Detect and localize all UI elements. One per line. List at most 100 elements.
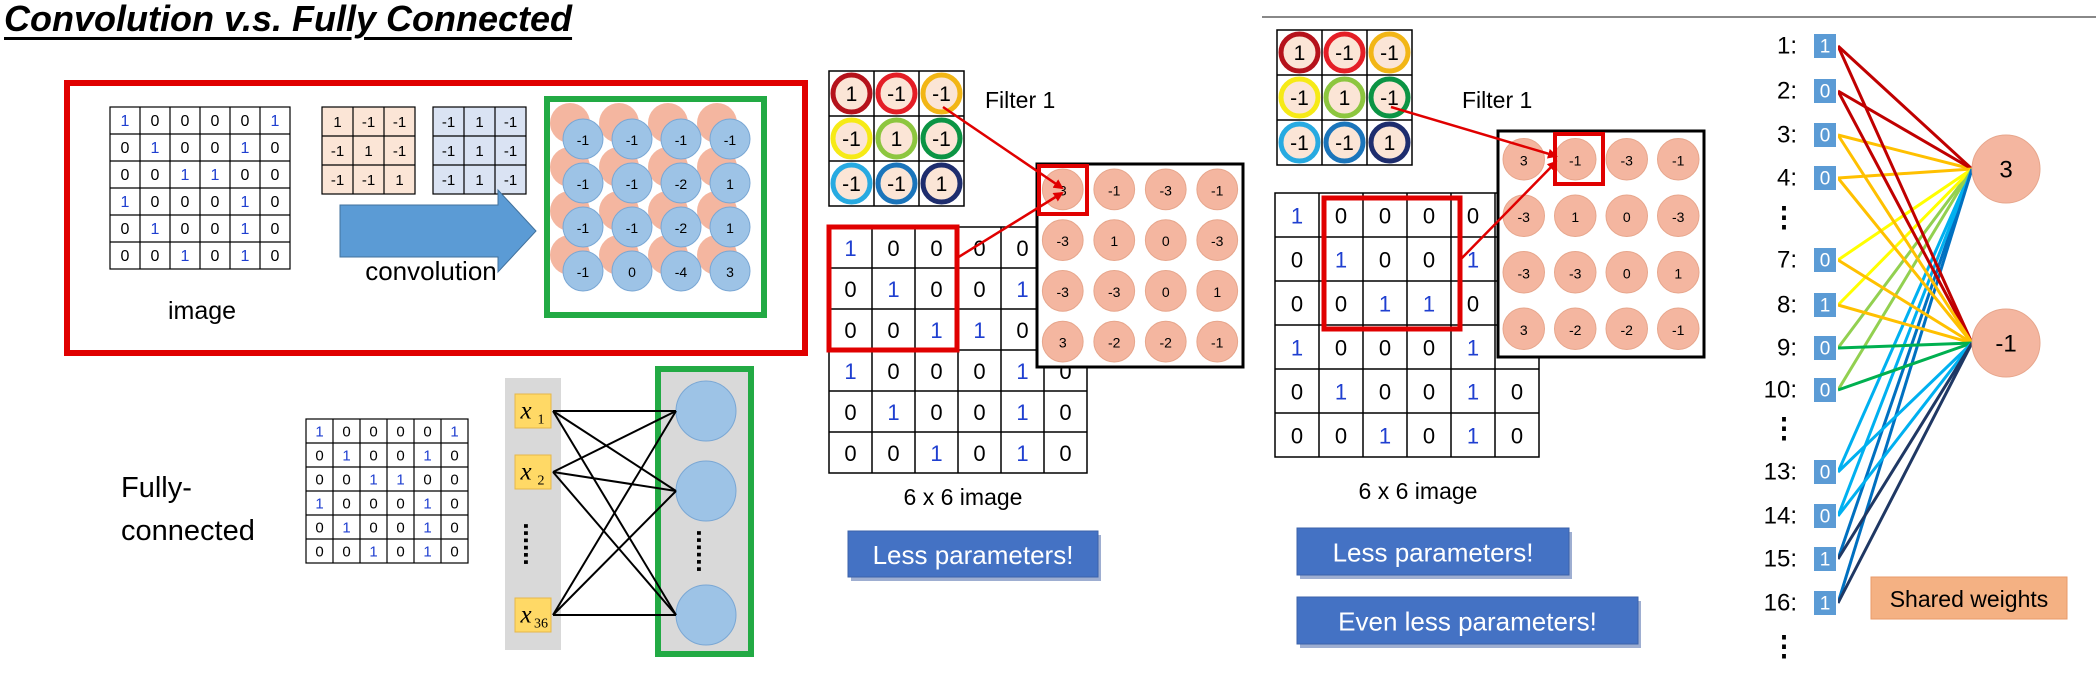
feature-neuron-front bbox=[660, 118, 702, 160]
matrix-cell: 0 bbox=[315, 544, 323, 561]
shared-weight-edge bbox=[1837, 341, 1973, 350]
matrix-cell: 0 bbox=[973, 236, 985, 261]
feature-neuron-front bbox=[709, 206, 751, 248]
filter-weight-ring bbox=[1278, 31, 1321, 74]
filter-weight-ring bbox=[875, 72, 918, 115]
network-input-value: 1 bbox=[1820, 594, 1831, 615]
matrix-cell: 0 bbox=[342, 424, 350, 441]
matrix-cell: -1 bbox=[331, 172, 344, 189]
matrix-cell: 0 bbox=[973, 359, 985, 384]
matrix-cell: 0 bbox=[181, 113, 190, 130]
matrix-cell: 0 bbox=[151, 194, 160, 211]
matrix-cell: 0 bbox=[1511, 424, 1523, 449]
matrix-cell: 0 bbox=[887, 441, 899, 466]
feature-neuron-front bbox=[611, 250, 653, 292]
network-input-box bbox=[1812, 164, 1838, 192]
matrix-cell: 0 bbox=[271, 140, 280, 157]
feature-value: -3 bbox=[1518, 209, 1531, 225]
matrix-cell: 0 bbox=[1059, 441, 1071, 466]
shared-weight-edge bbox=[1836, 168, 1974, 517]
feature-value: 1 bbox=[1571, 209, 1579, 225]
matrix-cell: 0 bbox=[973, 277, 985, 302]
feature-neuron bbox=[1657, 194, 1700, 237]
network-output-neuron bbox=[1971, 308, 2041, 378]
matrix-cell: 0 bbox=[450, 496, 458, 513]
middle-image-caption: 6 x 6 image bbox=[904, 484, 1023, 510]
shared-weights-label: Shared weights bbox=[1890, 586, 2049, 612]
feature-value: -3 bbox=[1621, 152, 1634, 168]
matrix-cell: -1 bbox=[504, 114, 517, 131]
shared-weight-edge bbox=[1837, 89, 1973, 171]
feature-value: -2 bbox=[675, 176, 688, 192]
matrix-cell: 1 bbox=[1379, 424, 1391, 449]
matrix-cell: 0 bbox=[1335, 424, 1347, 449]
feature-neuron bbox=[1093, 320, 1136, 363]
feature-neuron bbox=[1605, 194, 1648, 237]
matrix-cell: 1 bbox=[887, 277, 899, 302]
matrix-cell: 0 bbox=[369, 496, 377, 513]
feature-value: -2 bbox=[1621, 322, 1634, 338]
feature-neuron bbox=[1093, 270, 1136, 312]
matrix-cell: 0 bbox=[1059, 400, 1071, 425]
feature-value: -1 bbox=[675, 132, 688, 148]
shared-weight-edge bbox=[1836, 90, 1974, 344]
network-input-value: 0 bbox=[1820, 339, 1831, 360]
matrix-cell: -1 bbox=[504, 172, 517, 189]
filter-weight: 1 bbox=[936, 173, 948, 196]
matrix-cell: 0 bbox=[887, 236, 899, 261]
network-input-box bbox=[1812, 291, 1838, 319]
filter-weight-ring bbox=[830, 72, 873, 115]
network-input-box bbox=[1812, 458, 1838, 486]
feature-value: -1 bbox=[1569, 152, 1582, 168]
page-title: Convolution v.s. Fully Connected bbox=[4, 0, 573, 39]
matrix-cell: 0 bbox=[396, 448, 404, 465]
network-input-box bbox=[1812, 589, 1838, 617]
matrix-cell: 0 bbox=[151, 248, 160, 265]
feature-value: -1 bbox=[1211, 335, 1224, 351]
input-node-box bbox=[514, 393, 552, 429]
button-face bbox=[1296, 527, 1570, 576]
feature-value: 0 bbox=[1623, 265, 1631, 281]
matrix-cell: 0 bbox=[844, 277, 856, 302]
matrix-cell: 0 bbox=[973, 400, 985, 425]
button-face bbox=[1296, 596, 1639, 645]
shared-weight-edge bbox=[1836, 168, 1974, 604]
input-node-subscript: 2 bbox=[538, 474, 545, 489]
matrix-cell: 0 bbox=[1379, 336, 1391, 361]
network-input-index: 2: bbox=[1777, 78, 1797, 105]
conv-output-frame bbox=[544, 96, 767, 318]
feature-value: 1 bbox=[1674, 265, 1682, 281]
filter-weight: -1 bbox=[842, 173, 861, 196]
feature-neuron-front bbox=[562, 206, 604, 248]
matrix-cell: 0 bbox=[271, 248, 280, 265]
matrix-cell: 0 bbox=[423, 472, 431, 489]
filter-weight: -1 bbox=[1335, 42, 1354, 65]
network-input-value: 0 bbox=[1820, 82, 1831, 103]
network-input-box bbox=[1812, 32, 1838, 60]
shared-weight-edge bbox=[1836, 168, 1974, 473]
matrix-cell: 0 bbox=[342, 472, 350, 489]
feature-neuron bbox=[1657, 307, 1700, 350]
feature-value: -1 bbox=[577, 176, 590, 192]
input-node-symbol: x bbox=[519, 459, 531, 486]
matrix-cell: 1 bbox=[1335, 248, 1347, 273]
matrix-cell: 1 bbox=[475, 172, 483, 189]
feature-value: -3 bbox=[1057, 233, 1070, 249]
shared-weight-edge bbox=[1836, 342, 1974, 560]
matrix-cell: 1 bbox=[423, 544, 431, 561]
feature-value: -3 bbox=[1672, 209, 1685, 225]
convolution-label: convolution bbox=[365, 256, 497, 286]
matrix-cell: 0 bbox=[121, 167, 130, 184]
feature-neuron bbox=[1093, 219, 1136, 261]
matrix-cell: 0 bbox=[1291, 424, 1303, 449]
field-to-output-arrow bbox=[1459, 160, 1558, 261]
matrix-cell: -1 bbox=[362, 114, 375, 131]
feature-neuron bbox=[1554, 194, 1597, 237]
shared-weight-edge bbox=[1837, 258, 1973, 345]
matrix-cell: 0 bbox=[423, 424, 431, 441]
matrix-cell: 1 bbox=[333, 114, 341, 131]
matrix-cell: 1 bbox=[271, 113, 280, 130]
matrix-cell: 0 bbox=[396, 424, 404, 441]
